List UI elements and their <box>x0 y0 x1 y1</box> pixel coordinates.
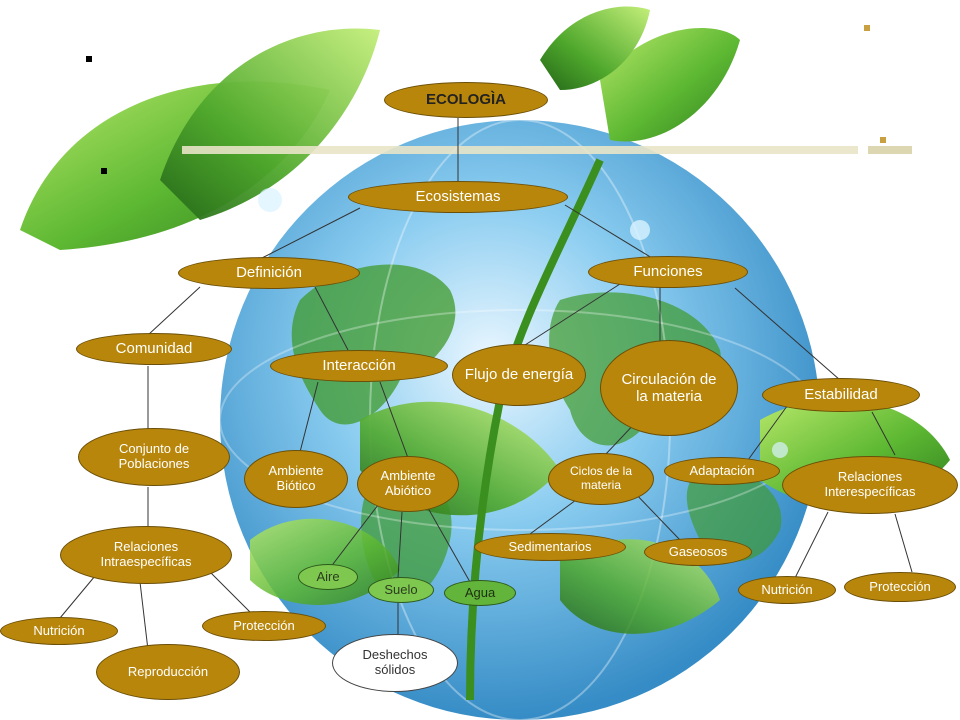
accent-square <box>864 25 870 31</box>
node-sedimentarios: Sedimentarios <box>474 533 626 561</box>
continent-shape <box>291 264 456 425</box>
node-relaciones-intraespecificas: Relaciones Intraespecíficas <box>60 526 232 584</box>
leaf-shape <box>540 6 650 91</box>
slide-bullet <box>101 168 107 174</box>
node-reproduccion-label: Reproducción <box>127 663 209 679</box>
node-aire: Aire <box>298 564 358 590</box>
node-suelo: Suelo <box>368 577 434 603</box>
node-nutricion-intra: Nutrición <box>0 617 118 645</box>
node-ambiente-biotico: Ambiente Biótico <box>244 450 348 508</box>
accent-bar <box>868 146 912 154</box>
node-conjunto-poblaciones: Conjunto de Poblaciones <box>78 428 230 486</box>
node-agua: Agua <box>444 580 516 606</box>
leaf-shape <box>160 28 380 220</box>
leaf-shape <box>250 518 400 605</box>
node-comunidad: Comunidad <box>76 333 232 365</box>
leaf-shape <box>600 28 740 142</box>
node-reproduccion: Reproducción <box>96 644 240 700</box>
node-adaptacion: Adaptación <box>664 457 780 485</box>
node-flujo-energia: Flujo de energía <box>452 344 586 406</box>
node-ciclos-materia: Ciclos de la materia <box>548 453 654 505</box>
node-deshechos-solidos: Deshechos sólidos <box>332 634 458 692</box>
node-funciones: Funciones <box>588 256 748 288</box>
accent-square <box>880 137 886 143</box>
node-ambiente-abiotico: Ambiente Abiótico <box>357 456 459 512</box>
node-ecologia: ECOLOGÌA <box>384 82 548 118</box>
node-interaccion: Interacción <box>270 350 448 382</box>
node-relaciones-interespecificas: Relaciones Interespecíficas <box>782 456 958 514</box>
node-nutricion-inter: Nutrición <box>738 576 836 604</box>
node-estabilidad: Estabilidad <box>762 378 920 412</box>
node-ecosistemas: Ecosistemas <box>348 181 568 213</box>
slide-bullet <box>86 56 92 62</box>
accent-bar <box>182 146 858 154</box>
node-proteccion-inter: Protección <box>844 572 956 602</box>
node-gaseosos: Gaseosos <box>644 538 752 566</box>
node-proteccion-intra: Protección <box>202 611 326 641</box>
node-circulacion-materia: Circulación de la materia <box>600 340 738 436</box>
node-definicion: Definición <box>178 257 360 289</box>
